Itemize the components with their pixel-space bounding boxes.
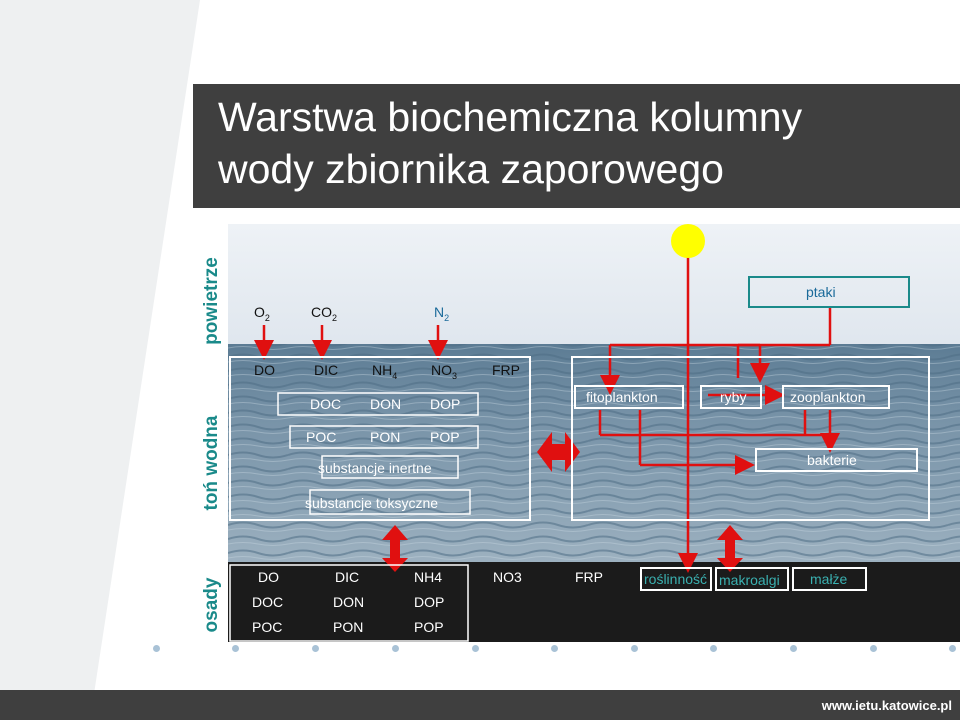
decor-dot: [949, 645, 956, 652]
decor-dot: [472, 645, 479, 652]
water-do: DO: [254, 362, 275, 378]
decor-dot: [153, 645, 160, 652]
water-poc: POC: [306, 429, 337, 445]
fish-box: ryby: [700, 385, 762, 409]
bacteria-label: bakterie: [807, 452, 857, 468]
water-frp: FRP: [492, 362, 520, 378]
water-doc: DOC: [310, 396, 342, 412]
water-no3: NO3: [431, 362, 458, 381]
sediment-no3: NO3: [493, 569, 522, 585]
sediment-frp: FRP: [575, 569, 603, 585]
macroalgae-box: makroalgi: [715, 567, 789, 591]
sediment-nh4: NH4: [414, 569, 443, 585]
gas-o2: O2: [254, 304, 270, 323]
decor-dot: [232, 645, 239, 652]
water-dic: DIC: [314, 362, 339, 378]
water-column-scene: [228, 224, 960, 642]
sediment-don: DON: [333, 594, 365, 610]
water-nh4: NH4: [372, 362, 398, 381]
sun-icon: [671, 224, 705, 258]
sediment-pop: POP: [414, 619, 444, 635]
scene-background: [228, 224, 960, 642]
decor-dot: [790, 645, 797, 652]
sediment-do: DO: [258, 569, 279, 585]
decor-dot: [870, 645, 877, 652]
macroalgae-label: makroalgi: [719, 572, 780, 588]
decor-dot: [392, 645, 399, 652]
fish-label: ryby: [720, 389, 747, 405]
water-dop: DOP: [430, 396, 461, 412]
toxic-substances: substancje toksyczne: [305, 495, 439, 511]
title-line-2: wody zbiornika zaporowego: [218, 146, 724, 192]
birds-box: ptaki: [748, 276, 910, 308]
zooplankton-box: zooplankton: [782, 385, 890, 409]
title-bar: Warstwa biochemiczna kolumny wody zbiorn…: [193, 84, 960, 208]
birds-label: ptaki: [806, 284, 836, 300]
bacteria-box: bakterie: [755, 448, 918, 472]
footer-bar: www.ietu.katowice.pl: [0, 690, 960, 720]
gas-n2: N2: [434, 304, 450, 323]
decor-dot: [631, 645, 638, 652]
phytoplankton-box: fitoplankton: [574, 385, 684, 409]
decor-dot: [710, 645, 717, 652]
water-pop: POP: [430, 429, 460, 445]
water-pon: PON: [370, 429, 401, 445]
inert-substances: substancje inertne: [318, 460, 432, 476]
phytoplankton-label: fitoplankton: [586, 389, 658, 405]
water-don: DON: [370, 396, 402, 412]
footer-url[interactable]: www.ietu.katowice.pl: [821, 698, 952, 713]
plants-label: roślinność: [644, 571, 708, 587]
decor-dot: [312, 645, 319, 652]
zooplankton-label: zooplankton: [790, 389, 866, 405]
title-line-1: Warstwa biochemiczna kolumny: [218, 94, 803, 140]
sediment-doc: DOC: [252, 594, 284, 610]
mussels-label: małże: [810, 571, 848, 587]
sediment-pon: PON: [333, 619, 364, 635]
sediment-poc: POC: [252, 619, 283, 635]
sediment-dop: DOP: [414, 594, 445, 610]
sediment-dic: DIC: [335, 569, 360, 585]
mussels-box: małże: [792, 567, 867, 591]
gas-co2: CO2: [311, 304, 338, 323]
decor-dot: [551, 645, 558, 652]
plants-box: roślinność: [640, 567, 712, 591]
